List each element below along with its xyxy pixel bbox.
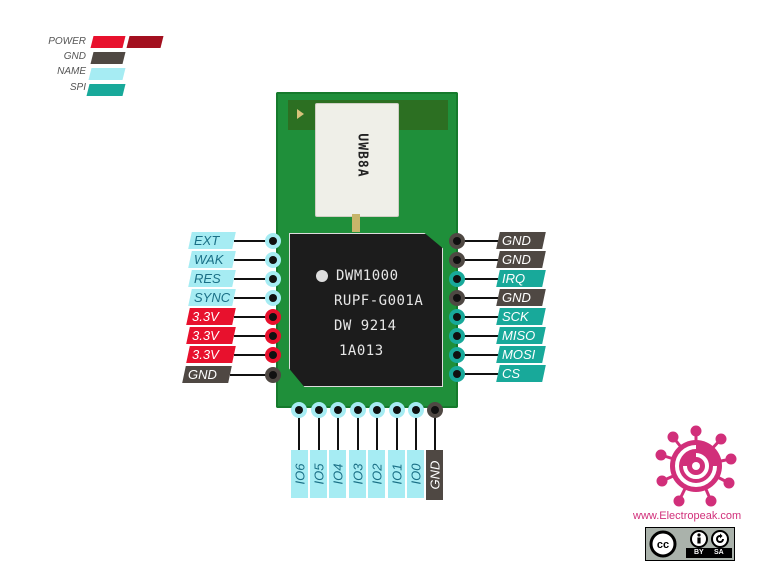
pin-io3 [350, 402, 366, 418]
pin-label-wak: WAK [188, 251, 236, 268]
legend-label-power: POWER [48, 36, 86, 47]
wire [376, 416, 378, 452]
pin-miso [449, 328, 465, 344]
pin-gnd-right-2 [449, 252, 465, 268]
wire [415, 416, 417, 452]
pin-3v3-2 [265, 328, 281, 344]
module-text-line-3: DW 9214 [334, 318, 397, 334]
pin-gnd-right-3 [449, 290, 465, 306]
antenna-arrow-icon [297, 109, 304, 119]
wire [462, 278, 498, 280]
pin-3v3-3 [265, 347, 281, 363]
wire [318, 416, 320, 452]
pin-label-cs: CS [496, 365, 546, 382]
wire [357, 416, 359, 452]
wire [396, 416, 398, 452]
svg-text:cc: cc [657, 539, 669, 551]
wire [462, 335, 498, 337]
pin-res [265, 271, 281, 287]
attribution-icon [690, 530, 708, 548]
wire [298, 416, 300, 452]
pin-io0 [408, 402, 424, 418]
antenna-marking: UWB8A [354, 133, 370, 178]
legend-swatch-spi [86, 84, 126, 96]
wire [462, 259, 498, 261]
wire [234, 316, 268, 318]
pin-label-miso: MISO [496, 327, 546, 344]
module-text-line-4: 1A013 [339, 343, 384, 359]
pin-label-3v3-1: 3.3V [186, 308, 236, 325]
wire [234, 259, 268, 261]
license-sa: SA [714, 549, 724, 556]
dwm1000-module [289, 233, 443, 387]
legend-label-name: NAME [57, 66, 86, 77]
legend-swatch-power-a [90, 36, 126, 48]
pin-label-io5: IO5 [310, 450, 327, 498]
pin-label-io3: IO3 [349, 450, 366, 498]
pin-label-res: RES [188, 270, 236, 287]
pin-io6 [291, 402, 307, 418]
wire [462, 354, 498, 356]
cc-icon: cc [649, 530, 677, 558]
pin-io1 [389, 402, 405, 418]
pin-label-mosi: MOSI [496, 346, 546, 363]
pin-io5 [311, 402, 327, 418]
pin-label-gnd-right-3: GND [496, 289, 546, 306]
wire [234, 297, 268, 299]
pin-label-io4: IO4 [329, 450, 346, 498]
pin-label-io6: IO6 [291, 450, 308, 498]
legend-swatch-name [88, 68, 126, 80]
antenna-feed [352, 214, 360, 232]
pin-3v3-1 [265, 309, 281, 325]
wire [234, 354, 268, 356]
pin-label-3v3-2: 3.3V [186, 327, 236, 344]
wire [230, 374, 268, 376]
legend-swatch-gnd [90, 52, 126, 64]
wire [462, 373, 498, 375]
share-alike-icon [711, 530, 729, 548]
wire [337, 416, 339, 452]
module-text-line-2: RUPF-G001A [334, 293, 424, 309]
pin-label-sync: SYNC [188, 289, 236, 306]
pin-label-gnd-left: GND [182, 366, 232, 383]
pin-gnd-left [265, 367, 281, 383]
pin-io2 [369, 402, 385, 418]
pin-gnd-bottom [427, 402, 443, 418]
module-text-line-1: DWM1000 [336, 268, 399, 284]
wire [462, 240, 498, 242]
pin-cs [449, 366, 465, 382]
pin-label-3v3-3: 3.3V [186, 346, 236, 363]
pin1-dot [316, 270, 328, 282]
pin-label-sck: SCK [496, 308, 546, 325]
pin-mosi [449, 347, 465, 363]
pin-label-ext: EXT [188, 232, 236, 249]
pin-io4 [330, 402, 346, 418]
wire [234, 335, 268, 337]
pin-gnd-right-1 [449, 233, 465, 249]
pin-label-io0: IO0 [407, 450, 424, 498]
wire [434, 416, 436, 452]
license-by: BY [694, 549, 704, 556]
pin-ext [265, 233, 281, 249]
legend-label-gnd: GND [63, 51, 86, 62]
brand-url: www.Electropeak.com [633, 510, 742, 522]
pin-label-io2: IO2 [368, 450, 385, 498]
pin-sync [265, 290, 281, 306]
wire [462, 316, 498, 318]
electropeak-gear-icon [655, 425, 737, 507]
pin-label-io1: IO1 [388, 450, 405, 498]
wire [234, 278, 268, 280]
legend-swatch-power-b [126, 36, 164, 48]
pin-sck [449, 309, 465, 325]
legend-label-spi: SPI [69, 82, 86, 93]
pin-irq [449, 271, 465, 287]
pin-label-irq: IRQ [496, 270, 546, 287]
pin-label-gnd-right-2: GND [496, 251, 546, 268]
cc-license-bar: BY SA [686, 548, 732, 558]
pin-label-gnd-bottom: GND [426, 450, 443, 500]
pin-wak [265, 252, 281, 268]
wire [462, 297, 498, 299]
wire [234, 240, 268, 242]
pin-label-gnd-right-1: GND [496, 232, 546, 249]
